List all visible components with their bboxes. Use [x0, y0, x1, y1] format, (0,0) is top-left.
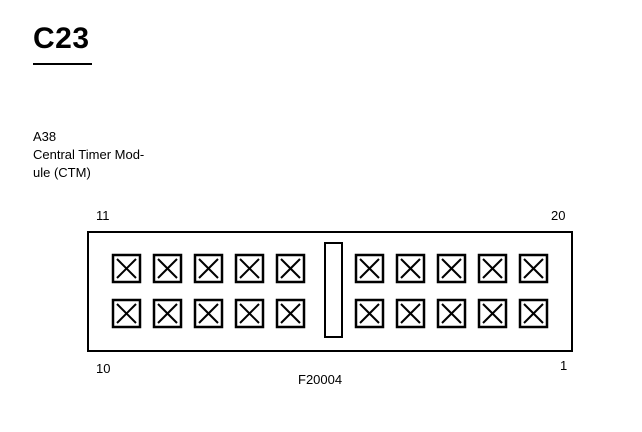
- connector-housing: [87, 231, 573, 352]
- pin-cavity: [518, 298, 549, 329]
- pin-cavity: [111, 298, 142, 329]
- pin-cavity: [436, 298, 467, 329]
- pin-cavity: [275, 298, 306, 329]
- pin-cavity: [477, 298, 508, 329]
- pin-label-bottom-left: 10: [96, 361, 111, 376]
- pin-cavity: [395, 298, 426, 329]
- pin-cavity: [477, 253, 508, 284]
- pin-cavity: [354, 253, 385, 284]
- pin-cavity: [234, 298, 265, 329]
- pin-cavity: [436, 253, 467, 284]
- pin-cavity: [193, 298, 224, 329]
- pin-cavity: [234, 253, 265, 284]
- connector-id: C23: [33, 22, 90, 55]
- pin-label-top-right: 20: [551, 208, 566, 223]
- figure-code: F20004: [298, 372, 343, 387]
- title-underline: [33, 63, 92, 65]
- component-ref: A38: [33, 129, 57, 144]
- pin-cavity: [152, 253, 183, 284]
- pin-cavity: [193, 253, 224, 284]
- pin-cavity: [111, 253, 142, 284]
- pin-cavity: [275, 253, 306, 284]
- pin-label-top-left: 11: [96, 208, 110, 223]
- pin-cavity: [518, 253, 549, 284]
- pin-cavity: [354, 298, 385, 329]
- center-latch: [324, 242, 343, 338]
- pin-cavity: [395, 253, 426, 284]
- component-name-line2: ule (CTM): [33, 165, 91, 180]
- pin-cavity: [152, 298, 183, 329]
- pin-label-bottom-right: 1: [560, 358, 568, 373]
- cavity-grid: [111, 253, 549, 329]
- component-name-line1: Central Timer Mod-: [33, 147, 145, 162]
- component-description: A38 Central Timer Mod- ule (CTM): [33, 128, 144, 182]
